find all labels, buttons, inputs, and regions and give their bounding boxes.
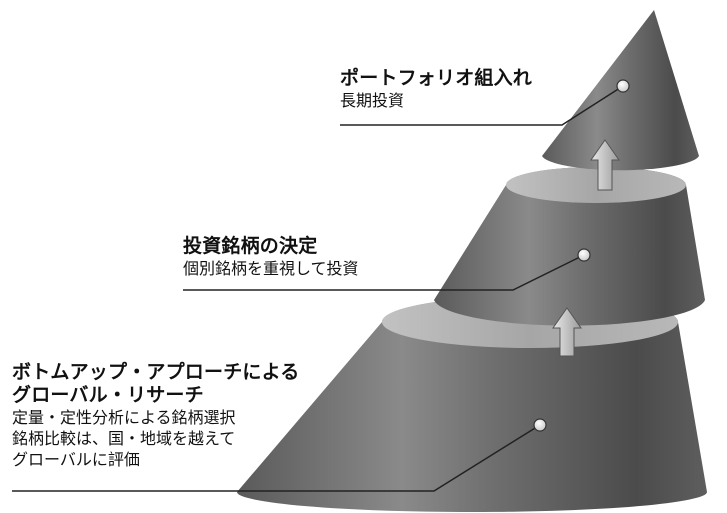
tier-bottom-subtitle-line-1: 定量・定性分析による銘柄選択 (12, 408, 236, 427)
marker-dot (616, 79, 630, 93)
tier-top-label: ポートフォリオ組入れ 長期投資 (340, 67, 532, 111)
marker-dot (533, 418, 547, 432)
marker-dot (577, 248, 591, 262)
tier-bottom-frustum (237, 296, 707, 512)
leader-line (183, 254, 585, 291)
tier-top-title: ポートフォリオ組入れ (340, 67, 533, 89)
tier-bottom-title-line-1: ボトムアップ・アプローチによる (12, 361, 300, 383)
tier-top-subtitle: 長期投資 (340, 91, 405, 110)
arrow-up-icon (552, 307, 582, 357)
tier-bottom-subtitle-line-2: 銘柄比較は、国・地域を越えて (12, 429, 236, 448)
tier-middle-frustum (434, 167, 705, 326)
tier-middle-label: 投資銘柄の決定 個別銘柄を重視して投資 (183, 235, 359, 279)
tier-bottom-title-line-2: グローバル・リサーチ (12, 384, 204, 406)
tier-middle-subtitle: 個別銘柄を重視して投資 (183, 259, 359, 278)
leader-line (12, 424, 541, 492)
tier-middle-title: 投資銘柄の決定 (183, 235, 318, 257)
arrow-up-icon (590, 139, 620, 191)
tier-bottom-label: ボトムアップ・アプローチによる グローバル・リサーチ 定量・定性分析による銘柄選… (12, 361, 299, 470)
tier-bottom-subtitle-line-3: グローバルに評価 (12, 450, 140, 469)
leader-line (340, 85, 624, 126)
